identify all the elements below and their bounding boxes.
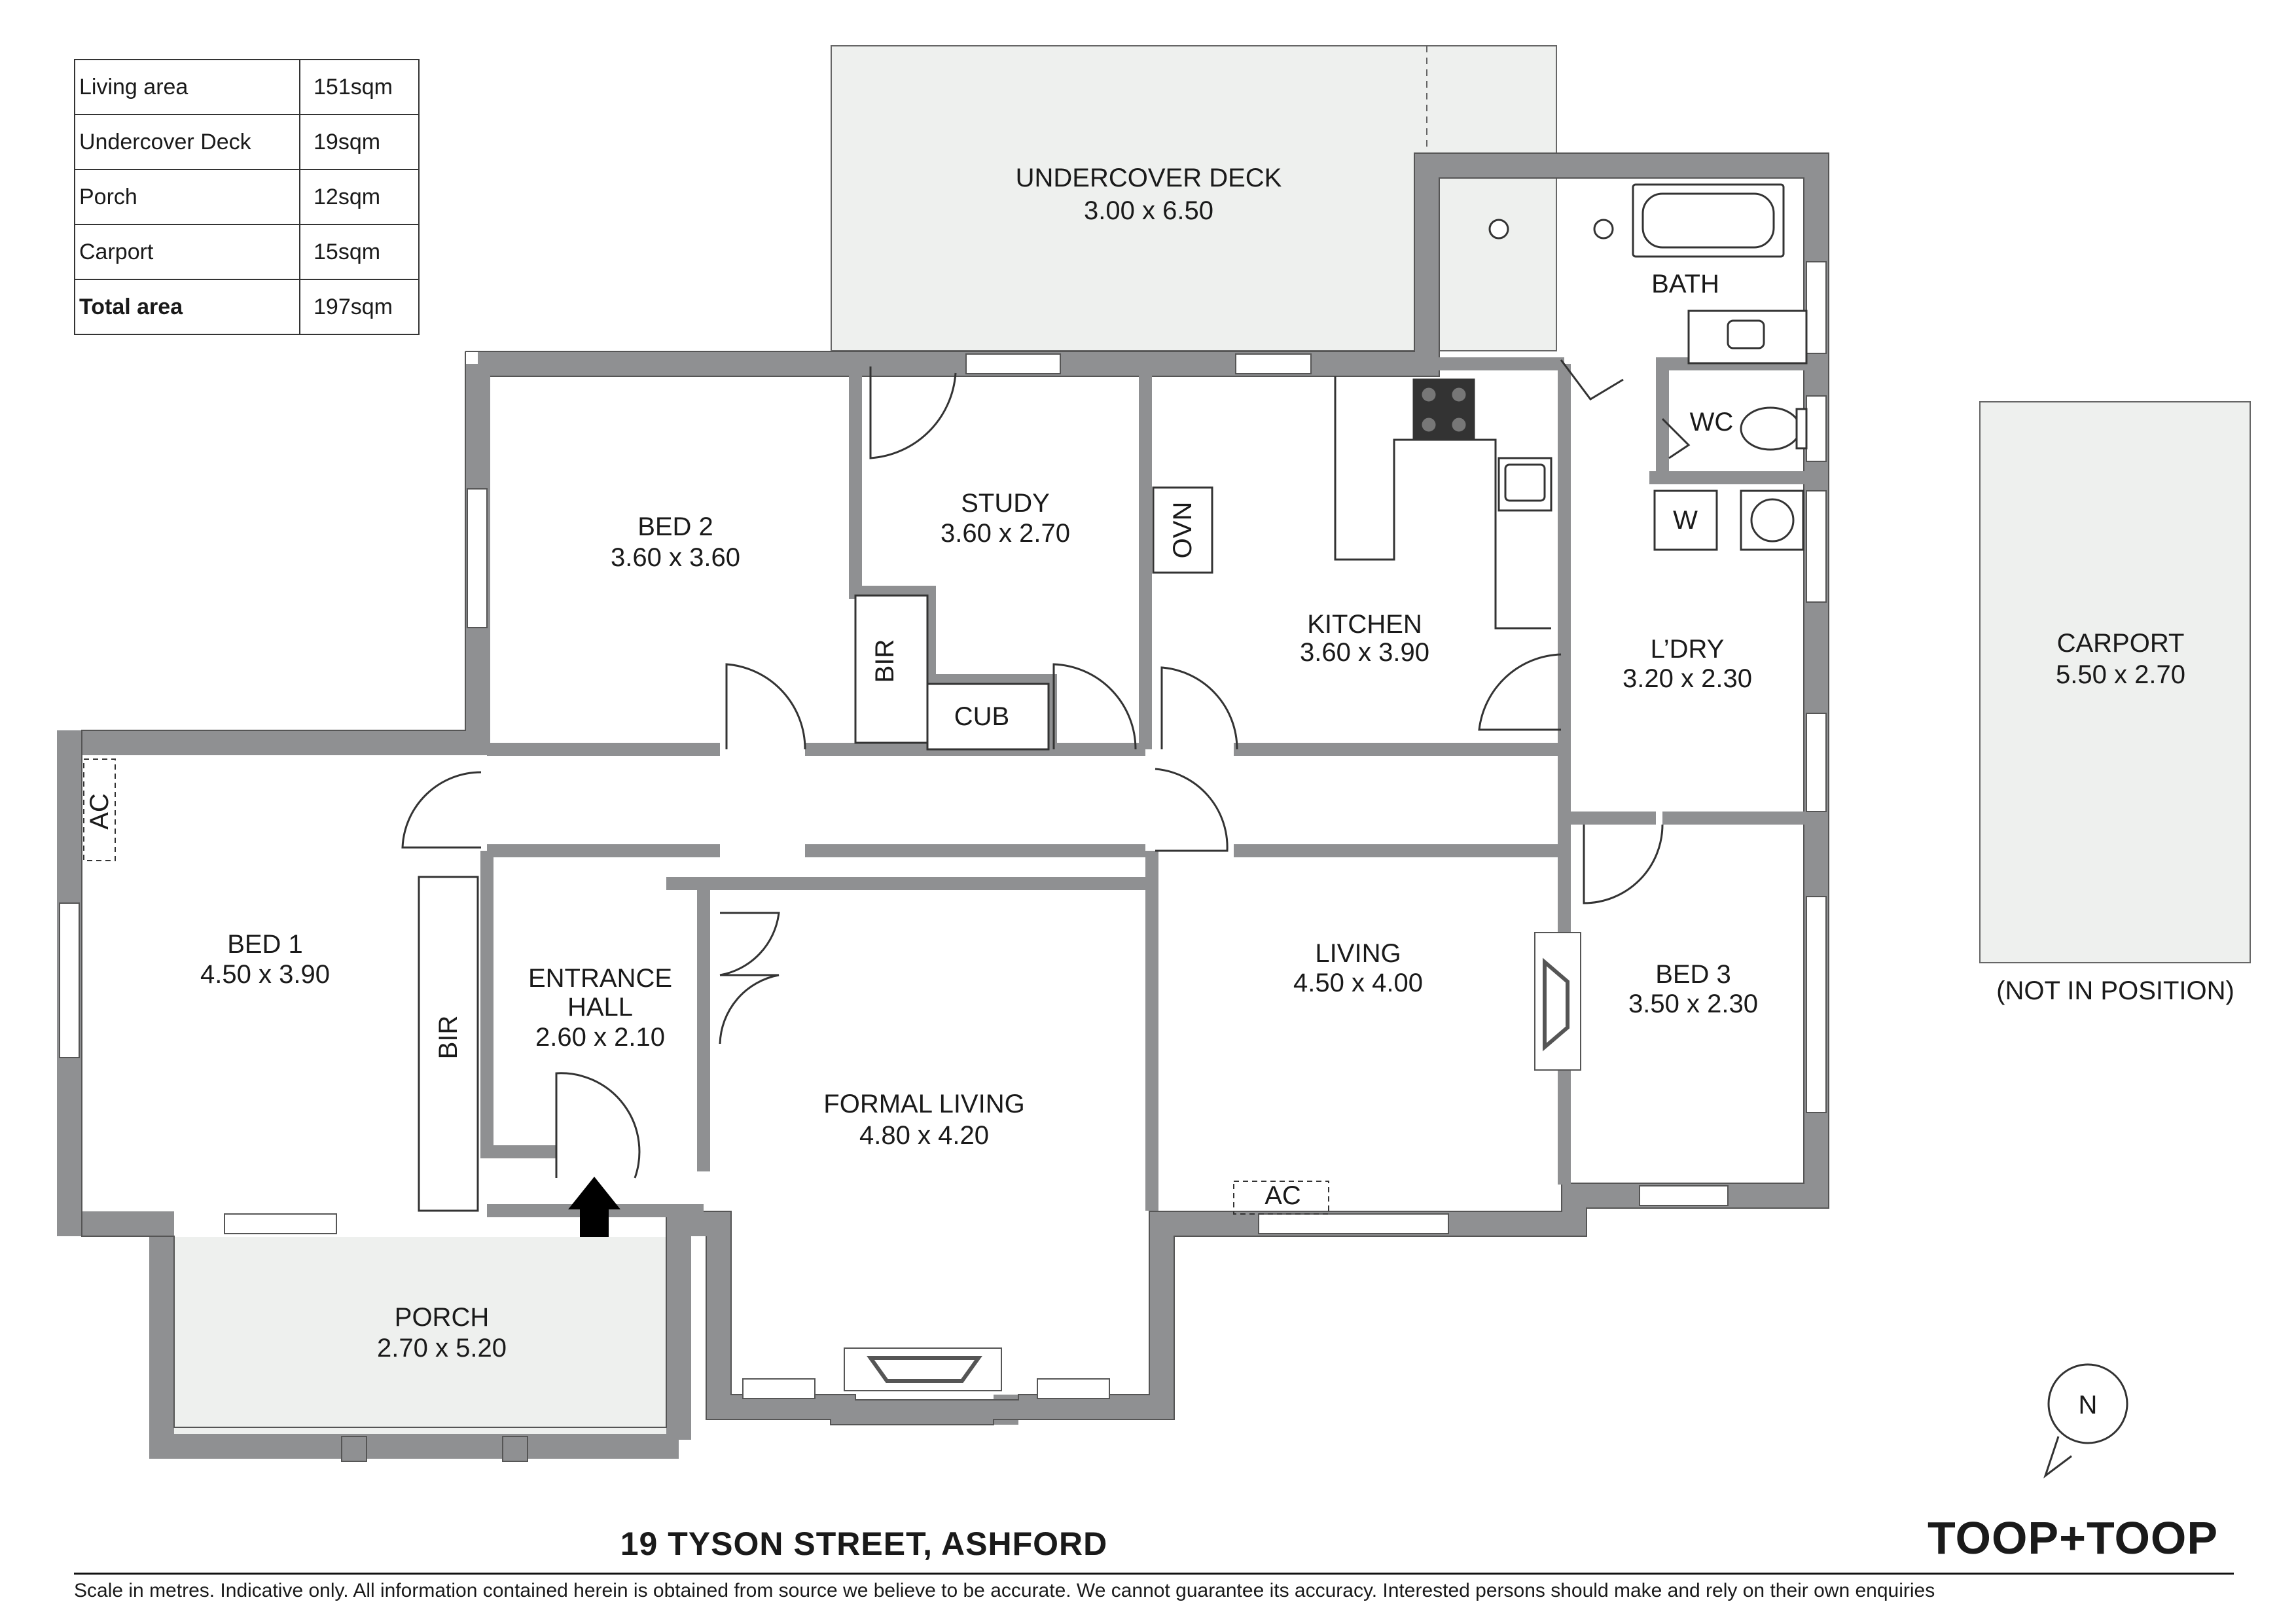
room-name-formal: FORMAL LIVING bbox=[823, 1090, 1024, 1118]
room-size-formal: 4.80 x 4.20 bbox=[859, 1121, 989, 1150]
area-value: 151sqm bbox=[299, 59, 420, 115]
shower-icon-2 bbox=[1593, 219, 1614, 240]
ac-unit-1 bbox=[83, 758, 116, 861]
room-size-bed2: 3.60 x 3.60 bbox=[611, 543, 740, 572]
area-value: 19sqm bbox=[299, 114, 420, 170]
brand-logo: TOOP+TOOP bbox=[1928, 1512, 2219, 1563]
room-name-bed1: BED 1 bbox=[227, 930, 303, 959]
property-address: 19 TYSON STREET, ASHFORD bbox=[620, 1525, 1108, 1562]
fireplaces bbox=[844, 932, 1581, 1391]
room-name-washer: W bbox=[1673, 506, 1698, 535]
oven-icon bbox=[1152, 486, 1213, 574]
room-size-study: 3.60 x 2.70 bbox=[941, 519, 1070, 548]
toilet-icon bbox=[1740, 406, 1801, 451]
cub bbox=[926, 683, 1050, 751]
ac-unit-2 bbox=[1233, 1181, 1329, 1215]
room-name-entrance-2: HALL bbox=[567, 993, 633, 1022]
area-label: Living area bbox=[74, 59, 300, 115]
room-name-entrance-1: ENTRANCE bbox=[528, 964, 672, 993]
room-name-ac1: AC bbox=[85, 793, 114, 830]
room-name-kitchen: KITCHEN bbox=[1307, 610, 1422, 639]
shower-icon bbox=[1488, 219, 1509, 240]
carport-area bbox=[1979, 401, 2251, 963]
carport-note: (NOT IN POSITION) bbox=[1996, 976, 2234, 1005]
door-swings bbox=[401, 359, 1691, 1179]
room-name-bath: BATH bbox=[1651, 270, 1719, 298]
bir-bed1 bbox=[418, 876, 479, 1212]
bir-study bbox=[854, 594, 929, 744]
room-name-bir-study: BIR bbox=[870, 639, 899, 683]
area-value: 197sqm bbox=[299, 279, 420, 335]
area-label: Undercover Deck bbox=[74, 114, 300, 170]
exterior-walls bbox=[57, 153, 1829, 1459]
room-name-bed3: BED 3 bbox=[1655, 960, 1731, 989]
washer-icon bbox=[1653, 490, 1718, 551]
room-size-carport: 5.50 x 2.70 bbox=[2056, 660, 2185, 689]
area-label: Total area bbox=[74, 279, 300, 335]
compass-label: N bbox=[2079, 1391, 2098, 1419]
porch-area bbox=[162, 1237, 687, 1440]
room-size-laundry: 3.20 x 2.30 bbox=[1623, 664, 1752, 693]
room-name-living: LIVING bbox=[1315, 939, 1401, 968]
fixtures bbox=[418, 183, 1808, 1212]
room-name-bed2: BED 2 bbox=[637, 512, 713, 541]
area-label: Carport bbox=[74, 224, 300, 280]
windows bbox=[59, 261, 1827, 1399]
footer-rule bbox=[74, 1573, 2234, 1575]
room-name-oven: OVN bbox=[1168, 502, 1197, 559]
area-label: Porch bbox=[74, 169, 300, 225]
wall-outline bbox=[81, 152, 1829, 1428]
room-name-ac2: AC bbox=[1265, 1181, 1301, 1210]
room-size-porch: 2.70 x 5.20 bbox=[377, 1334, 507, 1363]
room-name-bir-bed1: BIR bbox=[434, 1016, 463, 1060]
room-size-living: 4.50 x 4.00 bbox=[1293, 969, 1423, 997]
disclaimer: Scale in metres. Indicative only. All in… bbox=[74, 1580, 1935, 1601]
entry-arrow-icon bbox=[568, 1177, 620, 1237]
room-name-cub: CUB bbox=[954, 702, 1009, 731]
porch-posts bbox=[341, 1436, 528, 1462]
room-name-carport: CARPORT bbox=[2057, 629, 2185, 658]
room-size-deck: 3.00 x 6.50 bbox=[1084, 196, 1213, 225]
room-size-entrance: 2.60 x 2.10 bbox=[535, 1023, 665, 1052]
room-name-study: STUDY bbox=[961, 489, 1050, 518]
kitchen-bench bbox=[1334, 376, 1551, 630]
room-name-porch: PORCH bbox=[395, 1303, 489, 1332]
room-size-bed1: 4.50 x 3.90 bbox=[200, 960, 330, 989]
interior-walls bbox=[480, 357, 1806, 1217]
room-size-kitchen: 3.60 x 3.90 bbox=[1300, 638, 1429, 667]
room-name-laundry: L’DRY bbox=[1651, 635, 1725, 664]
room-name-wc: WC bbox=[1690, 408, 1734, 437]
compass-icon bbox=[2043, 1363, 2128, 1479]
room-size-bed3: 3.50 x 2.30 bbox=[1628, 990, 1758, 1018]
area-value: 12sqm bbox=[299, 169, 420, 225]
room-name-deck: UNDERCOVER DECK bbox=[1016, 164, 1282, 192]
area-value: 15sqm bbox=[299, 224, 420, 280]
